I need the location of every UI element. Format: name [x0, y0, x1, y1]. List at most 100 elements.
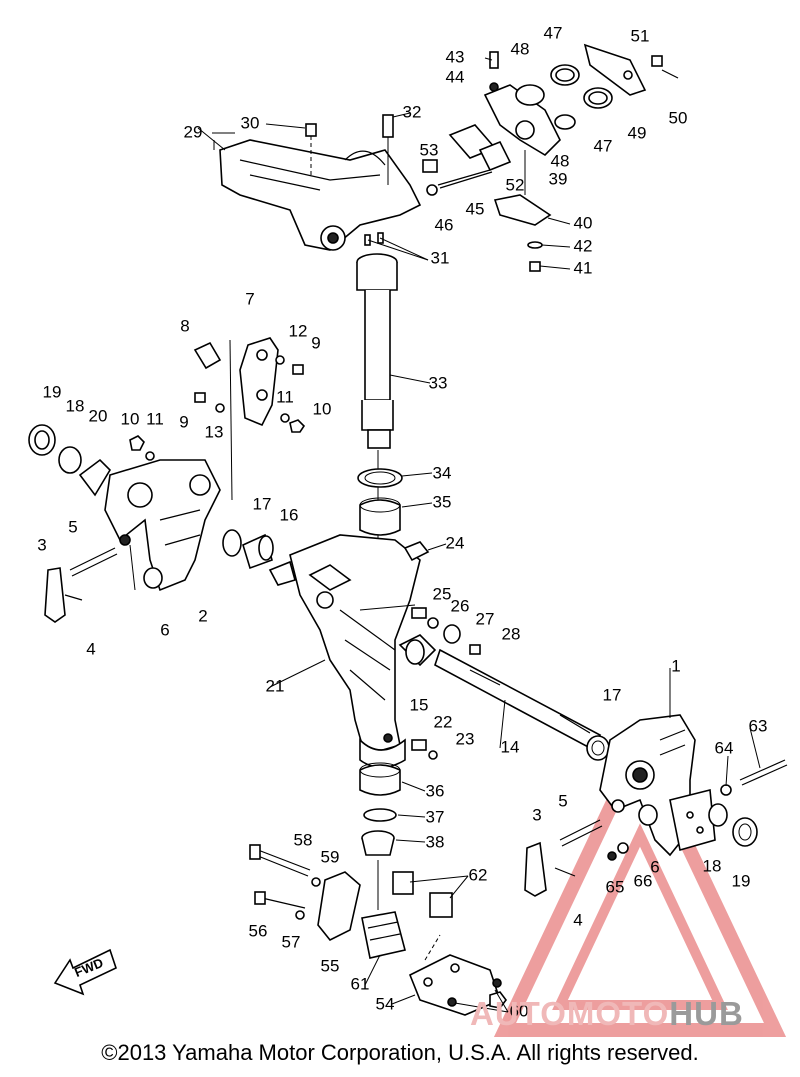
callout-2: 2 — [198, 606, 207, 625]
callout-56: 56 — [249, 921, 268, 940]
callout-22: 22 — [434, 712, 453, 731]
callout-62: 62 — [469, 865, 488, 884]
steering-bracket — [219, 114, 422, 251]
callout-9: 9 — [311, 333, 320, 352]
callout-58: 58 — [294, 830, 313, 849]
tilt-lock-parts — [398, 607, 481, 667]
callout-60: 60 — [510, 1001, 529, 1020]
callout-30: 30 — [241, 113, 260, 132]
copyright-notice: ©2013 Yamaha Motor Corporation, U.S.A. A… — [101, 1040, 699, 1065]
callout-5b: 5 — [558, 791, 567, 810]
callout-29: 29 — [184, 122, 203, 141]
callout-7: 7 — [245, 289, 254, 308]
callout-64: 64 — [715, 738, 734, 757]
leader-lines — [197, 57, 761, 1013]
callout-5: 5 — [68, 517, 77, 536]
watermark-triangle — [493, 728, 787, 1037]
callout-45: 45 — [466, 199, 485, 218]
callout-66: 66 — [634, 871, 653, 890]
callout-31: 31 — [431, 248, 450, 267]
callout-8: 8 — [180, 316, 189, 335]
fwd-arrow — [53, 948, 117, 996]
swivel-bracket — [268, 534, 430, 769]
callout-24: 24 — [446, 533, 465, 552]
callout-54: 54 — [376, 994, 395, 1013]
callout-32: 32 — [403, 102, 422, 121]
watermark-part1: AUTOMOTO — [470, 995, 670, 1032]
callout-1: 1 — [671, 656, 680, 675]
callout-34: 34 — [433, 463, 452, 482]
callout-21: 21 — [266, 676, 285, 695]
right-clamp-bracket — [524, 714, 788, 897]
callout-20: 20 — [89, 406, 108, 425]
lower-mount-parts — [249, 844, 507, 1016]
callout-41: 41 — [574, 258, 593, 277]
callout-63: 63 — [749, 716, 768, 735]
callout-10b: 10 — [121, 409, 140, 428]
callout-39: 39 — [549, 169, 568, 188]
left-clamp-bracket — [28, 424, 221, 623]
steering-friction-assembly — [422, 43, 679, 272]
callout-52: 52 — [506, 175, 525, 194]
callout-28: 28 — [502, 624, 521, 643]
callout-14: 14 — [501, 737, 520, 756]
callout-10: 10 — [313, 399, 332, 418]
callout-51: 51 — [631, 26, 650, 45]
callout-47b: 47 — [594, 136, 613, 155]
callout-65: 65 — [606, 877, 625, 896]
callout-55: 55 — [321, 956, 340, 975]
callout-36: 36 — [426, 781, 445, 800]
callout-11b: 11 — [146, 409, 164, 428]
callout-11: 11 — [276, 387, 294, 406]
steering-shaft — [356, 232, 403, 540]
callout-3b: 3 — [532, 805, 541, 824]
callout-19: 19 — [43, 382, 62, 401]
callout-23: 23 — [456, 729, 475, 748]
callout-26: 26 — [451, 596, 470, 615]
callout-40: 40 — [574, 213, 593, 232]
callout-37: 37 — [426, 807, 445, 826]
callout-53: 53 — [420, 140, 439, 159]
left-bracket-small-parts — [129, 337, 306, 501]
callout-16: 16 — [280, 505, 299, 524]
callout-9b: 9 — [179, 412, 188, 431]
tilt-tube — [434, 648, 610, 761]
swivel-bushings — [222, 529, 274, 570]
callout-61: 61 — [351, 974, 370, 993]
callout-50: 50 — [669, 108, 688, 127]
callout-6: 6 — [160, 620, 169, 639]
lower-bushings — [359, 762, 401, 910]
callout-27: 27 — [476, 609, 495, 628]
callout-38: 38 — [426, 832, 445, 851]
callout-18b: 18 — [703, 856, 722, 875]
callout-48b: 48 — [551, 151, 570, 170]
callout-17: 17 — [253, 494, 272, 513]
callout-6b: 6 — [650, 857, 659, 876]
callout-3: 3 — [37, 535, 46, 554]
callout-12: 12 — [289, 321, 308, 340]
callout-44: 44 — [446, 67, 465, 86]
callout-43: 43 — [446, 47, 465, 66]
callout-18: 18 — [66, 396, 85, 415]
callout-49: 49 — [628, 123, 647, 142]
callout-13: 13 — [205, 422, 224, 441]
callout-17b: 17 — [603, 685, 622, 704]
callout-4b: 4 — [573, 910, 582, 929]
callout-42: 42 — [574, 236, 593, 255]
callout-35: 35 — [433, 492, 452, 511]
callout-33: 33 — [429, 373, 448, 392]
callout-47: 47 — [544, 23, 563, 42]
watermark-text: AUTOMOTOHUB — [470, 995, 744, 1033]
watermark-part2: HUB — [669, 995, 744, 1032]
callout-25: 25 — [433, 584, 452, 603]
callout-19b: 19 — [732, 871, 751, 890]
callout-4: 4 — [86, 639, 95, 658]
grease-fitting — [411, 739, 438, 760]
callout-48: 48 — [511, 39, 530, 58]
callout-15: 15 — [410, 695, 429, 714]
callout-59: 59 — [321, 847, 340, 866]
callout-57: 57 — [282, 932, 301, 951]
